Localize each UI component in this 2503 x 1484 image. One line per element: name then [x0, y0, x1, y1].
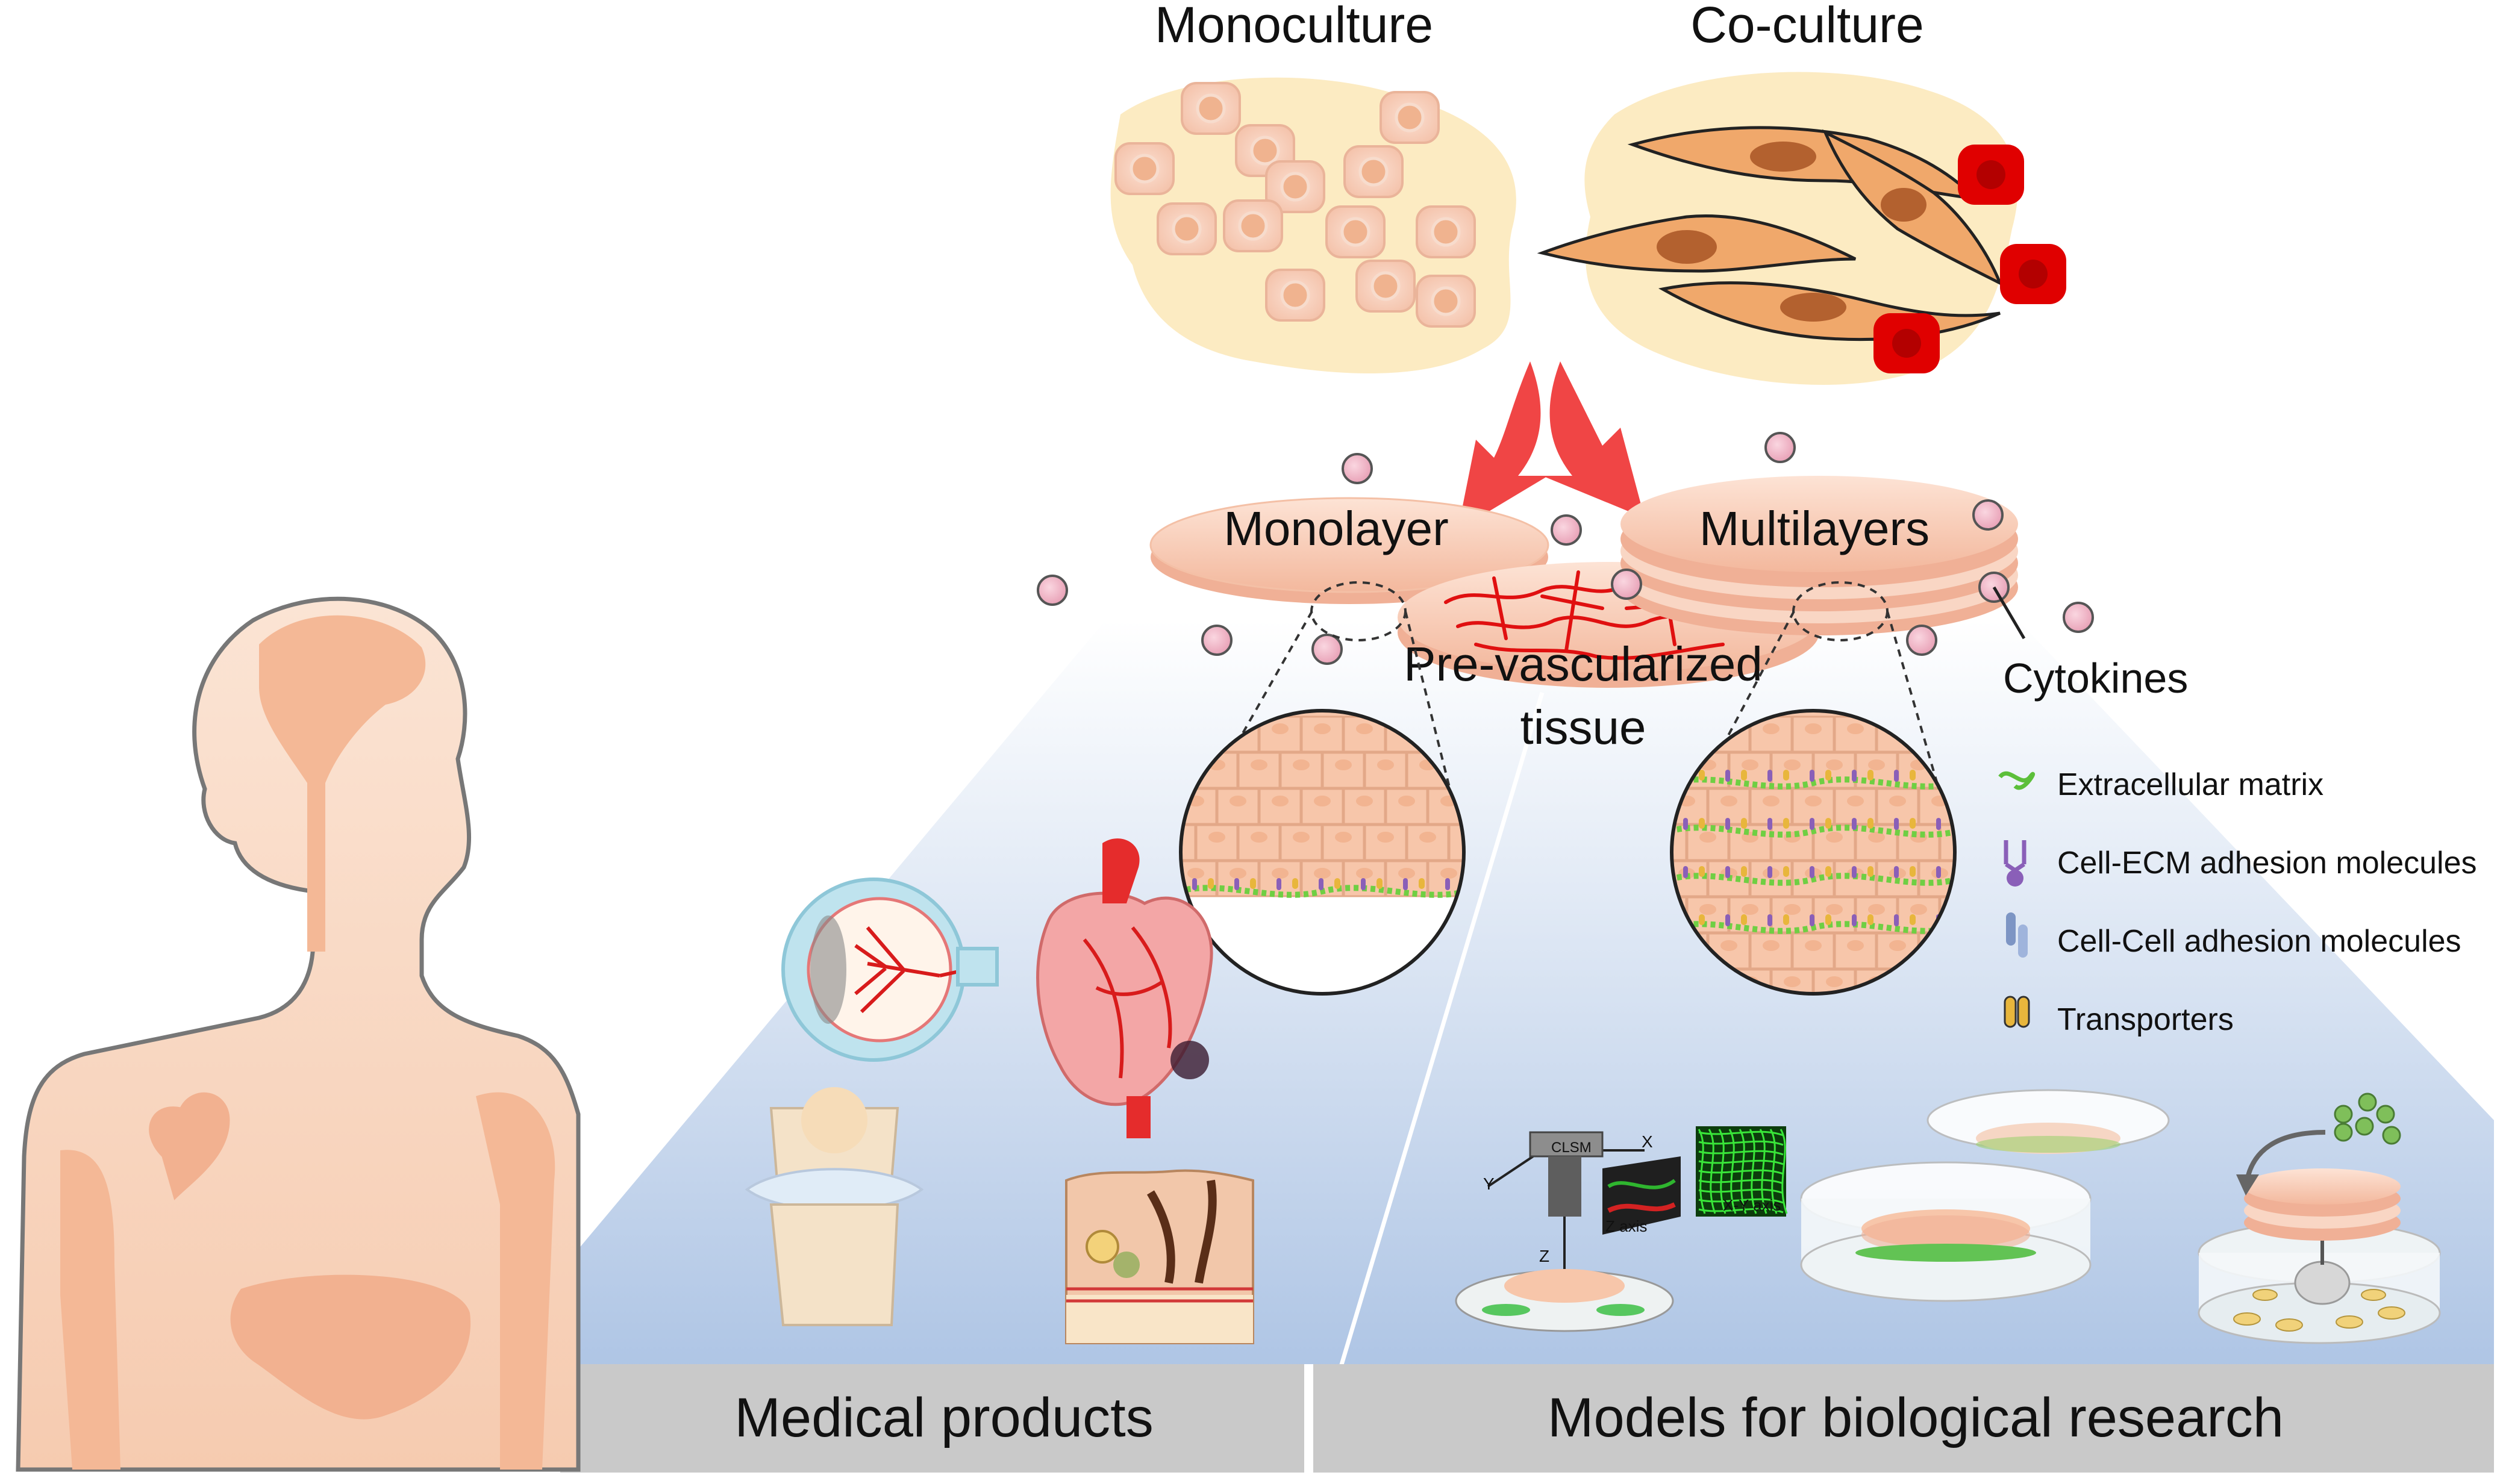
cytokine-dot: [1037, 575, 1068, 606]
cell-ecm-adhesion-icon: [2004, 840, 2026, 887]
monoculture-cell: [1416, 275, 1476, 328]
ecm-icon: [1998, 771, 2036, 790]
legend-label-transporters: Transporters: [2057, 1002, 2234, 1037]
monoculture-cell: [1114, 142, 1175, 195]
monoculture-cell: [1181, 82, 1241, 135]
skin-icon: [1065, 1169, 1254, 1344]
human-body-illustration: [16, 596, 581, 1472]
monoculture-cell: [1157, 202, 1217, 255]
multilayers-disc: [1620, 476, 2018, 635]
monoculture-cell: [1325, 205, 1386, 258]
monoculture-cell: [1416, 205, 1476, 258]
cytokine-dot: [1906, 625, 1937, 656]
cytokine-dot: [1201, 625, 1233, 656]
banner-biological-research: Models for biological research: [1548, 1387, 2284, 1448]
monoculture-illustration: [1110, 77, 1516, 373]
cytokine-dot: [1342, 453, 1373, 484]
cell-cell-adhesion-icon: [2006, 912, 2028, 958]
cytokine-dot: [1764, 432, 1796, 463]
x-axis-label: X: [1642, 1132, 1653, 1151]
culture-dishes: [1800, 1089, 2170, 1302]
y-axis-label: Y: [1483, 1174, 1495, 1193]
monoculture-label: Monoculture: [1155, 0, 1433, 53]
prevascularized-label-line1: Pre-vascularized: [1404, 637, 1763, 691]
monoculture-cell: [1223, 199, 1283, 252]
bottom-banner: [560, 1364, 2494, 1473]
coculture-illustration: [1537, 72, 2066, 385]
z-panel-label: Z axis: [1605, 1217, 1647, 1235]
clsm-label: CLSM: [1551, 1140, 1592, 1156]
perspective-panel: [482, 620, 2494, 1471]
cytokine-pointer: [1992, 586, 2026, 640]
cytokine-dots: [1037, 432, 2094, 665]
monolayer-disc: [1149, 497, 1549, 604]
monolayer-label: Monolayer: [1223, 502, 1449, 555]
coculture-label: Co-culture: [1690, 0, 1923, 53]
heart-icon: [1036, 838, 1213, 1138]
legend: Extracellular matrix Cell-ECM adhesion m…: [1998, 767, 2477, 1037]
eye-icon: [781, 878, 999, 1062]
cytokine-dot: [1611, 569, 1642, 600]
legend-label-ecm: Extracellular matrix: [2057, 767, 2323, 802]
cytokines-label: Cytokines: [2003, 655, 2188, 702]
cytokine-dot: [1972, 499, 2004, 531]
xy-panel-label: X-Y axis: [1723, 1196, 1781, 1214]
transporter-icon: [2004, 996, 2030, 1028]
z-axis-label: Z: [1539, 1247, 1549, 1265]
cytokine-dot: [1311, 634, 1343, 665]
legend-label-cell-ecm: Cell-ECM adhesion molecules: [2057, 846, 2477, 881]
multilayers-label: Multilayers: [1699, 502, 1930, 555]
cytokine-dot: [2063, 602, 2094, 633]
cytokine-dot: [1551, 514, 1582, 546]
transwell-insert: [2198, 1093, 2441, 1344]
prevascularized-label-line2: tissue: [1520, 700, 1646, 754]
monoculture-cell: [1355, 260, 1416, 313]
downward-arrows: [1458, 361, 1645, 530]
knee-icon: [745, 1087, 924, 1326]
red-cell-marks: [1873, 145, 2066, 373]
banner-medical-products: Medical products: [734, 1387, 1153, 1448]
clsm-setup: [1455, 1126, 1788, 1332]
monoculture-cell: [1380, 91, 1440, 144]
legend-label-cell-cell: Cell-Cell adhesion molecules: [2057, 924, 2461, 959]
monoculture-cell: [1265, 269, 1325, 322]
monoculture-cell: [1265, 160, 1325, 213]
monoculture-cell: [1343, 145, 1404, 198]
